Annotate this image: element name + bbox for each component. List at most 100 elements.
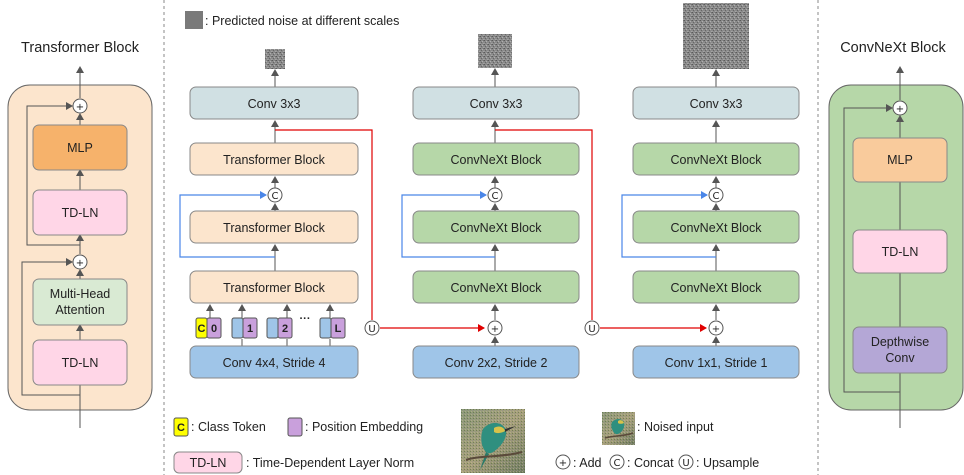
c3-conv-top-label: Conv 3x3 [690,97,743,111]
tb-add-top-glyph: + [76,102,84,113]
legend-concat-label: : Concat [627,456,674,470]
legend-add-symbol [555,454,571,470]
stage-2-column: Conv 3x3 ConvNeXt Block C ConvNeXt Block… [401,34,707,379]
token-1-label: 1 [247,323,253,335]
legend-class-token-label: : Class Token [191,420,266,434]
c2-conv-bottom-label: Conv 2x2, Stride 2 [445,356,548,370]
cb-add [892,100,908,116]
c1-upsample [364,320,380,336]
bottom-legend: C : Class Token : Position Embedding TD-… [173,409,759,474]
c2-upsample [584,320,600,336]
c1-upsample-glyph: U [368,324,375,335]
legend-position-embedding-label: : Position Embedding [305,420,423,434]
legend-class-token-swatch [173,417,189,437]
tb-attention-box [32,278,128,326]
legend-class-token-glyph: C [177,422,185,434]
legend-add-glyph: + [559,458,567,469]
tb-tdln-top-box [32,189,128,236]
tb-add-top [72,98,88,114]
c2-conv-top-label: Conv 3x3 [470,97,523,111]
c3-conv-bottom-label: Conv 1x1, Stride 1 [665,356,768,370]
noised-input-image-small [602,412,635,445]
c2-concat-glyph: C [492,191,499,202]
c1-conv-top-box [189,86,359,120]
transformer-block-detail: Transformer Block + + MLP TD-LN Multi-He… [7,40,153,428]
c1-red-path [275,129,373,320]
tb-mlp-box [32,124,128,171]
c3-add [708,320,724,336]
tb-add-bottom-glyph: + [76,258,84,269]
c2-add-glyph: + [491,324,499,335]
c2-conv-top-box [412,86,580,120]
tb-add-bottom [72,254,88,270]
position-embedding-0 [206,317,222,339]
c3-block2-box [632,210,800,244]
c2-concat [487,187,503,203]
c1-conv-bottom-box [189,345,359,379]
cb-residual [843,104,900,393]
c1-concat-glyph: C [272,191,279,202]
tb-residual-1 [21,258,80,396]
c2-upsample-glyph: U [588,324,595,335]
noise-legend-swatch [185,11,203,29]
legend-upsample-symbol [678,454,694,470]
token-2-label: 2 [282,323,288,335]
c1-block2-label: Transformer Block [223,221,325,235]
predicted-noise-small [265,49,285,69]
tb-attention-line2: Attention [55,303,104,317]
position-embedding-2 [277,317,293,339]
c2-block1-box [412,270,580,304]
legend-tdln-swatch [173,451,243,474]
legend-concat-symbol [609,454,625,470]
c3-skip-connection [621,191,716,258]
c2-conv-bottom-box [412,345,580,379]
c3-block2-label: ConvNeXt Block [670,221,762,235]
c2-block3-box [412,142,580,176]
token-0-label: 0 [211,323,217,335]
c3-block3-label: ConvNeXt Block [670,153,762,167]
c3-concat [708,187,724,203]
patch-token-2 [266,317,279,339]
cb-depthwise-box [852,326,948,374]
cb-mlp-label: MLP [887,153,913,167]
c1-block2-box [189,210,359,244]
tb-tdln-bottom-box [32,339,128,386]
c2-add [487,320,503,336]
c2-red-path [495,129,593,320]
legend-position-embedding-swatch [287,417,303,437]
c1-block1-label: Transformer Block [223,281,325,295]
c3-block1-label: ConvNeXt Block [670,281,762,295]
c2-block2-box [412,210,580,244]
tb-mlp-label: MLP [67,141,93,155]
convnext-block-detail: ConvNeXt Block + MLP TD-LN Depthwise Con… [828,40,964,428]
tb-tdln-top-label: TD-LN [62,206,99,220]
stage-3-column: Conv 3x3 ConvNeXt Block C ConvNeXt Block… [621,3,800,379]
c1-block3-box [189,142,359,176]
c1-conv-top-label: Conv 3x3 [248,97,301,111]
position-embedding-L [330,317,346,339]
cb-tdln-box [852,229,948,274]
cb-tdln-label: TD-LN [882,245,919,259]
c1-conv-bottom-label: Conv 4x4, Stride 4 [223,356,326,370]
noise-legend-label: : Predicted noise at different scales [205,14,399,28]
class-token-glyph: C [198,323,206,335]
c2-skip-connection [401,191,495,258]
c3-block1-box [632,270,800,304]
noised-input-image-large [461,409,525,473]
cb-depthwise-line2: Conv [885,351,915,365]
cb-add-glyph: + [896,104,904,115]
c3-concat-glyph: C [713,191,720,202]
patch-token-L [319,317,332,339]
cb-mlp-box [852,137,948,183]
predicted-noise-medium [478,34,512,68]
c1-block1-box [189,270,359,304]
legend-tdln-label: : Time-Dependent Layer Norm [246,456,414,470]
tb-tdln-bottom-label: TD-LN [62,356,99,370]
patch-token-1 [231,317,244,339]
stage-1-column: Conv 3x3 Transformer Block C Transformer… [179,49,485,379]
transformer-block-title: Transformer Block [21,40,140,56]
tb-attention-line1: Multi-Head [50,287,110,301]
token-L-label: L [335,323,342,335]
noise-legend: : Predicted noise at different scales [185,11,399,29]
